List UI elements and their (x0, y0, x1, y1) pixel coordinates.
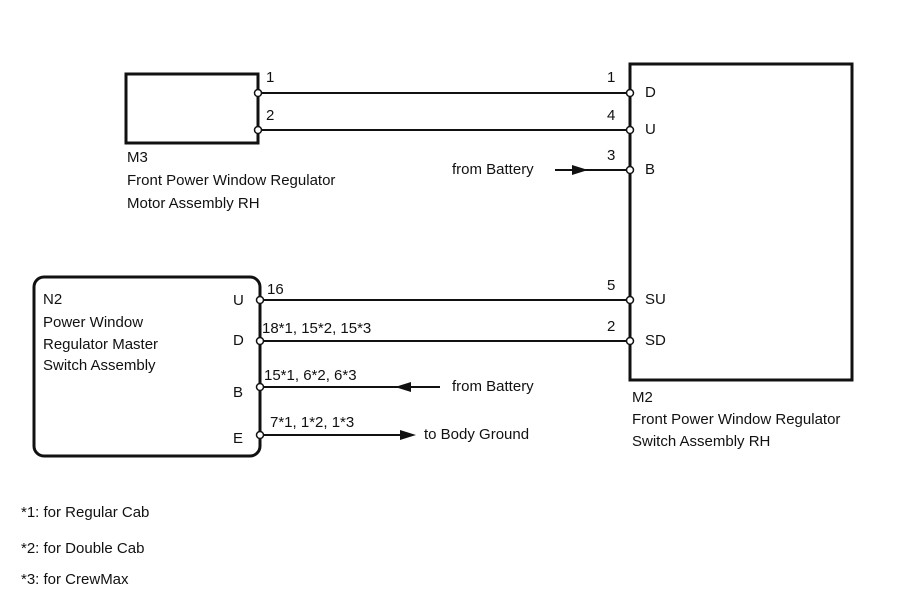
n2-box (32, 275, 262, 458)
n2-battery-label: from Battery (452, 378, 534, 395)
arrow-icon (395, 382, 411, 392)
m3-name-line2: Motor Assembly RH (127, 195, 260, 212)
m3-code: M3 (127, 149, 148, 166)
n2-pin-label: D (233, 332, 244, 349)
pin-terminal (625, 295, 635, 305)
pin-terminal (255, 295, 265, 305)
m2-pin-label: SU (645, 291, 666, 308)
m2-pin-label: D (645, 84, 656, 101)
arrow-icon (400, 430, 416, 440)
n2-code: N2 (43, 291, 63, 308)
m2-code: M2 (632, 389, 653, 406)
pin-terminal (253, 88, 263, 98)
m2-pin-number: 4 (607, 107, 616, 124)
m2-name-line1: Front Power Window Regulator (632, 411, 841, 428)
pin-terminal (253, 125, 263, 135)
m2-pin-label: SD (645, 332, 666, 349)
n2-pin-number: 15*1, 6*2, 6*3 (264, 367, 357, 384)
n2-pin-number: 7*1, 1*2, 1*3 (270, 414, 355, 431)
m3-name-line1: Front Power Window Regulator (127, 172, 336, 189)
footnote: *2: for Double Cab (21, 540, 145, 557)
m2-pin-number: 5 (607, 277, 616, 294)
n2-ground-label: to Body Ground (424, 426, 530, 443)
m3-pin-number: 2 (266, 107, 275, 124)
pin-terminal (255, 382, 265, 392)
pin-terminal (625, 88, 635, 98)
pin-terminal (625, 336, 635, 346)
m2-pin-number: 3 (607, 147, 616, 164)
n2-name-line2: Regulator Master (43, 336, 159, 353)
n2-pin-label: E (233, 430, 244, 447)
m3-box (124, 72, 260, 145)
m2-name-line2: Switch Assembly RH (632, 433, 771, 450)
m2-pin-number: 1 (607, 69, 616, 86)
m2-box (628, 62, 854, 382)
n2-name-line1: Power Window (43, 314, 144, 331)
m2-pin-number: 2 (607, 318, 616, 335)
n2-name-line3: Switch Assembly (43, 357, 156, 374)
m3-pin-number: 1 (266, 69, 275, 86)
pin-terminal (255, 336, 265, 346)
m2-battery-label: from Battery (452, 161, 534, 178)
footnote: *3: for CrewMax (21, 571, 129, 588)
n2-pin-label: B (233, 384, 244, 401)
m2-pin-label: B (645, 161, 656, 178)
pin-terminal (625, 125, 635, 135)
pin-terminal (255, 430, 265, 440)
footnote: *1: for Regular Cab (21, 504, 150, 521)
n2-pin-label: U (233, 292, 244, 309)
n2-pin-number: 16 (267, 281, 284, 298)
n2-pin-number: 18*1, 15*2, 15*3 (262, 320, 372, 337)
arrow-icon (572, 165, 588, 175)
pin-terminal (625, 165, 635, 175)
m2-pin-label: U (645, 121, 656, 138)
